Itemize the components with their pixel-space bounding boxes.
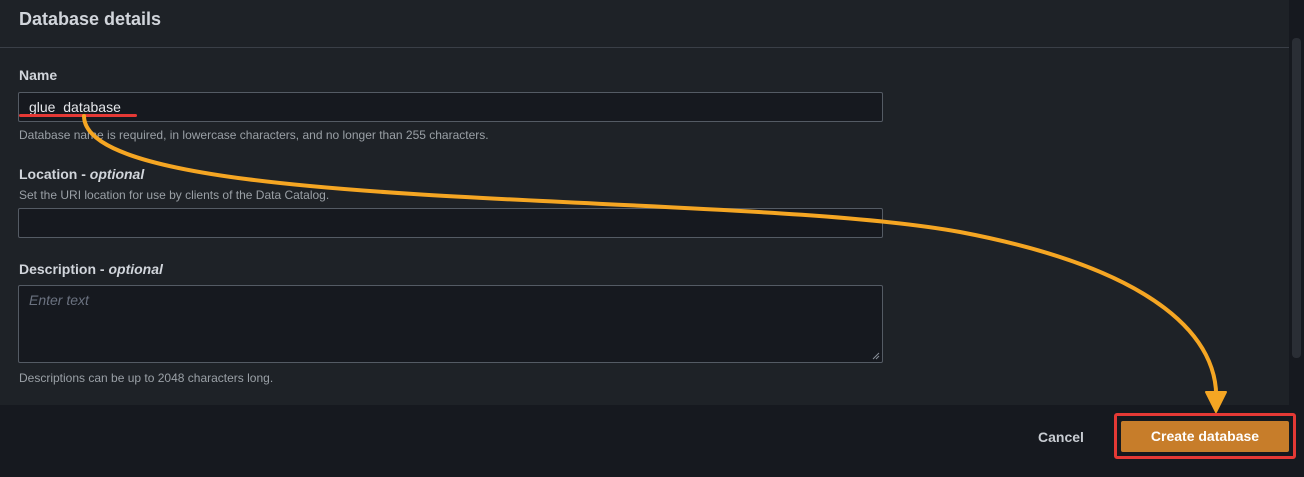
location-input[interactable] [18,208,883,238]
location-label: Location - optional [19,166,144,182]
location-optional-tag: optional [89,166,145,182]
form-footer [0,405,1304,477]
panel-header: Database details [0,0,1289,48]
description-label: Description - optional [19,261,163,277]
name-input-value: glue_database [29,99,121,115]
location-label-text: Location [19,166,78,182]
location-label-separator: - [77,166,90,182]
location-hint: Set the URI location for use by clients … [19,188,330,202]
name-label: Name [19,67,58,83]
panel-title: Database details [19,9,162,29]
description-label-text: Description [19,261,97,277]
scrollbar-thumb[interactable] [1292,38,1301,358]
cancel-button[interactable]: Cancel [1038,429,1084,445]
name-highlight-underline [19,114,137,117]
database-details-panel: Database details Name glue_database Data… [0,0,1289,385]
description-textarea[interactable]: Enter text [18,285,883,363]
create-button-highlight [1114,413,1296,459]
name-hint: Database name is required, in lowercase … [19,128,489,142]
resize-handle-icon[interactable] [872,352,880,360]
description-optional-tag: optional [108,261,163,277]
create-database-button[interactable]: Create database [1121,421,1289,452]
description-hint: Descriptions can be up to 2048 character… [19,371,274,385]
description-label-separator: - [96,261,109,277]
name-input[interactable]: glue_database [18,92,883,122]
description-placeholder: Enter text [29,292,89,308]
